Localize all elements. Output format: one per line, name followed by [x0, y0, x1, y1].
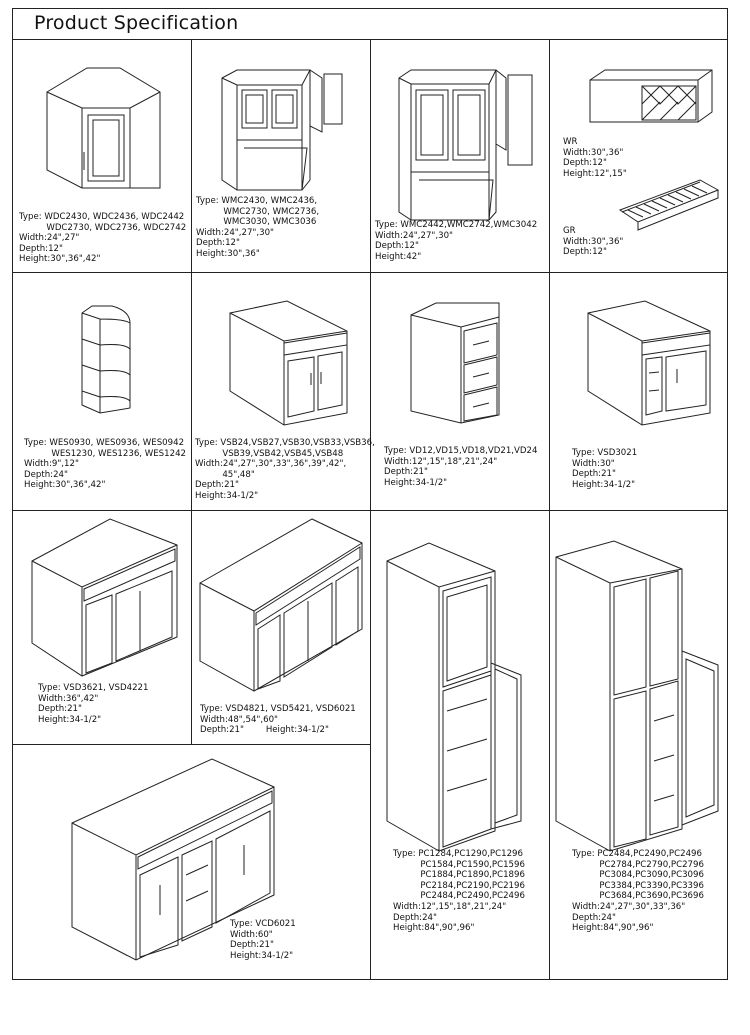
cell-vsb: Type: VSB24,VSB27,VSB30,VSB33,VSB36, VSB… — [192, 273, 375, 511]
spec-wes: Type: WES0930, WES0936, WES0942 WES1230,… — [24, 438, 187, 491]
wine-rack-drawing — [550, 40, 728, 273]
pantry-cabinet-double-door-drawing — [550, 511, 728, 980]
page-title: Product Specification — [12, 8, 728, 40]
pantry-cabinet-single-door-drawing — [371, 511, 550, 980]
vanity-drawer-base-drawing — [371, 273, 550, 511]
cell-pc24: Type: PC2484,PC2490,PC2496 PC2784,PC2790… — [550, 511, 728, 980]
vanity-sink-drawer-36-drawing — [12, 511, 192, 745]
wall-end-shelf-drawing — [12, 273, 192, 511]
vanity-sink-drawer-48-drawing — [192, 511, 371, 745]
vanity-sink-drawer-30-drawing — [550, 273, 728, 511]
cell-wdc: Type: WDC2430, WDC2436, WDC2442 WDC2730,… — [12, 40, 192, 273]
cell-wmc: Type: WMC2430, WMC2436, WMC2730, WMC2736… — [192, 40, 371, 273]
spec-pc24: Type: PC2484,PC2490,PC2496 PC2784,PC2790… — [572, 849, 704, 934]
spec-wmc: Type: WMC2430, WMC2436, WMC2730, WMC2736… — [196, 196, 320, 259]
cell-wes: Type: WES0930, WES0936, WES0942 WES1230,… — [12, 273, 192, 511]
vanity-sink-base-drawing — [192, 273, 371, 511]
wall-microwave-cabinet-drawing — [192, 40, 371, 273]
wall-diagonal-corner-cabinet-drawing — [12, 40, 192, 273]
spec-wdc: Type: WDC2430, WDC2436, WDC2442 WDC2730,… — [19, 212, 187, 265]
tall-wall-microwave-cabinet-drawing — [371, 40, 550, 273]
vanity-combo-drawer-drawing — [12, 745, 371, 980]
spec-vsb: Type: VSB24,VSB27,VSB30,VSB33,VSB36, VSB… — [195, 438, 375, 501]
cell-pc12: Type: PC1284,PC1290,PC1296 PC1584,PC1590… — [371, 511, 550, 980]
spec-pc12: Type: PC1284,PC1290,PC1296 PC1584,PC1590… — [393, 849, 525, 934]
